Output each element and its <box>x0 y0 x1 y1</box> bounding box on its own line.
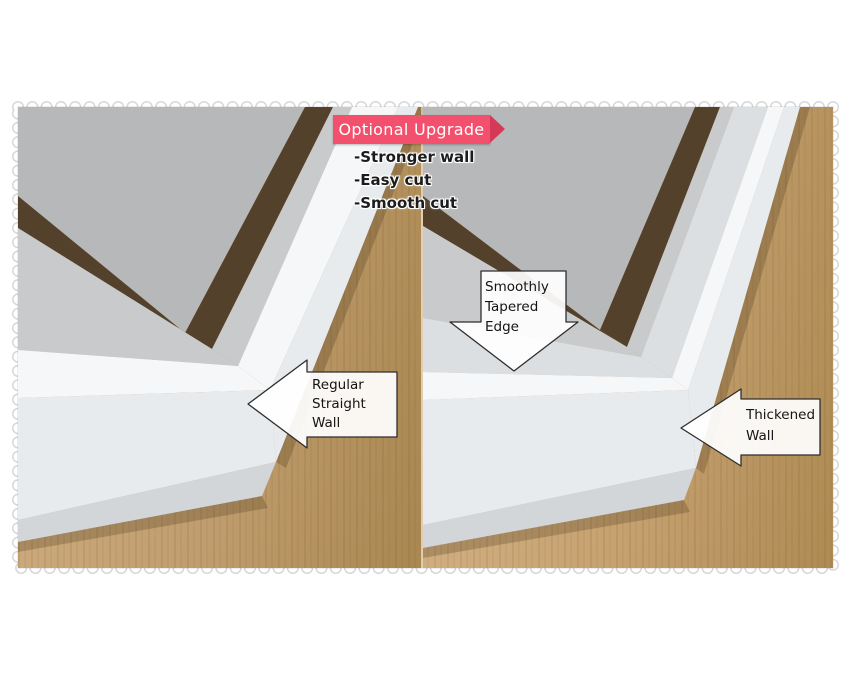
box-floor-right <box>423 107 695 330</box>
ground-shadow-left-b <box>18 496 268 552</box>
callout-line: Tapered <box>485 299 539 315</box>
wall-rim-left-a <box>238 107 398 390</box>
tapered-edge-face-right-a <box>641 107 768 378</box>
wall-outer-face-right-b <box>423 390 696 525</box>
feature-item: -Easy cut <box>354 171 432 189</box>
wall-rim-right-a <box>672 107 784 390</box>
callout-line: Wall <box>746 428 775 444</box>
left-arrow-callout-shape-thickened-wall <box>680 388 821 467</box>
left-panel-regular-wall <box>18 107 427 552</box>
wall-bottom-chamfer-left <box>18 462 276 542</box>
wall-inner-face-left-b <box>18 228 238 366</box>
lace-dots-inner <box>13 102 838 573</box>
feature-item: -Smooth cut <box>354 194 458 212</box>
callout-smoothly-tapered-edge: Smoothly Tapered Edge <box>485 277 549 337</box>
wall-base-shadow-left-a <box>185 107 333 349</box>
right-panel-thickened-wall <box>423 107 810 558</box>
down-arrow-callout-shape-tapered-edge <box>449 270 579 372</box>
wall-outer-face-right-a <box>688 107 800 468</box>
callout-line: Straight <box>312 396 366 412</box>
feature-item: -Stronger wall <box>354 148 475 166</box>
left-arrow-callout-shape-regular-wall <box>247 359 398 449</box>
wall-rim-left-b <box>18 350 270 398</box>
wall-base-shadow-right-a <box>600 107 720 347</box>
banner-ribbon-tail <box>490 115 505 143</box>
callout-line: Smoothly <box>485 279 549 295</box>
callout-regular-straight-wall: Regular Straight Wall <box>312 376 366 433</box>
wall-outer-face-left-b <box>18 390 276 520</box>
callout-line: Wall <box>312 415 341 431</box>
wall-rim-right-b <box>423 372 688 400</box>
feature-list: -Stronger wall -Easy cut -Smooth cut <box>354 146 474 215</box>
callout-line: Edge <box>485 319 519 335</box>
callout-thickened-wall: Thickened Wall <box>746 405 815 447</box>
wall-inner-face-left-a <box>212 107 352 366</box>
optional-upgrade-banner: Optional Upgrade <box>333 115 505 144</box>
wall-inner-face-right-a <box>627 107 734 357</box>
ground-shadow-right-b <box>423 500 690 558</box>
ground-shadow-right-a <box>696 107 810 474</box>
wall-bottom-chamfer-right <box>423 468 696 548</box>
photo-area <box>18 107 833 568</box>
banner-label: Optional Upgrade <box>338 120 485 139</box>
panel-divider <box>421 107 423 568</box>
box-floor-left <box>18 107 305 333</box>
callout-line: Regular <box>312 377 364 393</box>
scene-render <box>18 107 821 568</box>
callout-line: Thickened <box>746 407 816 423</box>
